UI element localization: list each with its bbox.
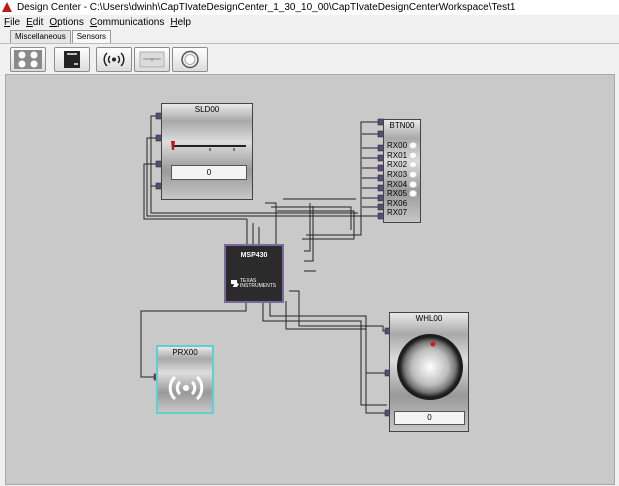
button-state-indicator <box>409 190 417 198</box>
wheel-tool[interactable] <box>172 47 208 72</box>
menu-file[interactable]: File <box>4 17 20 28</box>
wheel-value: 0 <box>394 411 465 425</box>
button-row-label: RX04 <box>387 179 408 189</box>
slider-value: 0 <box>171 165 247 180</box>
button-row-label: RX01 <box>387 150 408 160</box>
button-row[interactable]: RX03 <box>387 170 417 180</box>
menu-communications-mnemonic: C <box>89 16 98 28</box>
button-row[interactable]: RX05 <box>387 189 417 199</box>
button-row-label: RX00 <box>387 141 408 151</box>
wheel-name: WHL00 <box>415 314 443 323</box>
tab-miscellaneous[interactable]: Miscellaneous <box>10 30 71 43</box>
menu-bar: File Edit Options Communications Help <box>0 15 619 29</box>
button-row-list: RX00 RX01 RX02 RX03 RX04 RX05 RX06 RX07 <box>387 141 417 218</box>
button-row[interactable]: RX01 <box>387 151 417 161</box>
button-row[interactable]: RX06 <box>387 199 417 209</box>
slider-tool[interactable] <box>134 47 170 72</box>
proximity-name: PRX00 <box>172 348 198 357</box>
app-logo-icon <box>2 2 12 12</box>
wheel-marker-icon <box>430 341 436 347</box>
menu-help-mnemonic: H <box>170 16 178 28</box>
menu-communications[interactable]: Communications <box>90 17 165 28</box>
chip-name: MSP430 <box>240 252 268 259</box>
sensor-chip-tool[interactable] <box>54 47 90 72</box>
menu-options[interactable]: Options <box>49 17 83 28</box>
button-row[interactable]: RX02 <box>387 160 417 170</box>
menu-edit[interactable]: Edit <box>26 17 43 28</box>
button-row-label: RX02 <box>387 160 408 170</box>
slider-name: SLD00 <box>194 105 220 114</box>
menu-options-label: ptions <box>57 16 84 28</box>
button-group-tool[interactable] <box>10 47 46 72</box>
button-row[interactable]: RX04 <box>387 179 417 189</box>
proximity-wave-icon <box>168 375 204 401</box>
button-row-label: RX03 <box>387 170 408 180</box>
slider-component[interactable]: SLD00 0 <box>161 103 253 200</box>
wheel-knob[interactable] <box>395 332 465 402</box>
menu-help[interactable]: Help <box>170 17 191 28</box>
button-row[interactable]: RX00 <box>387 141 417 151</box>
proximity-icon <box>103 52 125 67</box>
design-canvas[interactable]: SLD00 0 BTN00 RX00 RX01 RX02 RX03 RX04 R… <box>5 74 615 485</box>
button-state-indicator <box>409 171 417 179</box>
button-row[interactable]: RX07 <box>387 208 417 218</box>
tab-sensors[interactable]: Sensors <box>71 30 112 43</box>
menu-edit-mnemonic: E <box>26 16 33 28</box>
proximity-component[interactable]: PRX00 <box>156 345 214 414</box>
menu-file-mnemonic: F <box>4 16 11 28</box>
button-group-name: BTN00 <box>389 121 415 130</box>
menu-options-mnemonic: O <box>49 16 58 28</box>
slider-track[interactable] <box>170 140 248 152</box>
menu-communications-label: ommunications <box>97 16 165 28</box>
button-state-indicator <box>409 161 417 169</box>
sensor-chip-icon <box>64 51 80 68</box>
button-row-label: RX05 <box>387 189 408 199</box>
menu-file-label: ile <box>10 16 21 28</box>
sensor-palette <box>0 43 619 73</box>
window-title: Design Center - C:\Users\dwinh\CapTIvate… <box>17 2 516 13</box>
chip-brand: TEXAS INSTRUMENTS <box>240 279 276 289</box>
wheel-component[interactable]: WHL00 0 <box>389 312 469 432</box>
button-state-indicator <box>409 180 417 188</box>
wiring-layer <box>140 112 392 417</box>
button-state-indicator <box>409 151 417 159</box>
chip-brand-line2: INSTRUMENTS <box>240 283 277 289</box>
button-group-component[interactable]: BTN00 RX00 RX01 RX02 RX03 RX04 RX05 RX06… <box>383 119 421 223</box>
slider-marker-icon[interactable] <box>171 141 175 150</box>
button-state-indicator <box>409 142 417 150</box>
button-row-label: RX06 <box>387 198 408 208</box>
menu-edit-label: dit <box>32 16 44 28</box>
palette-tabs: Miscellaneous Sensors <box>10 30 112 43</box>
ti-logo-icon <box>231 280 239 287</box>
proximity-tool[interactable] <box>96 47 132 72</box>
slider-icon <box>139 51 165 68</box>
msp430-chip[interactable]: MSP430 TEXAS INSTRUMENTS <box>224 244 284 303</box>
button-row-label: RX07 <box>387 208 408 218</box>
title-bar: Design Center - C:\Users\dwinh\CapTIvate… <box>0 0 619 15</box>
menu-help-label: elp <box>177 16 191 28</box>
button-group-icon <box>14 50 42 69</box>
wheel-icon <box>181 50 199 69</box>
chip-brand-line1: TEXAS <box>240 278 257 284</box>
